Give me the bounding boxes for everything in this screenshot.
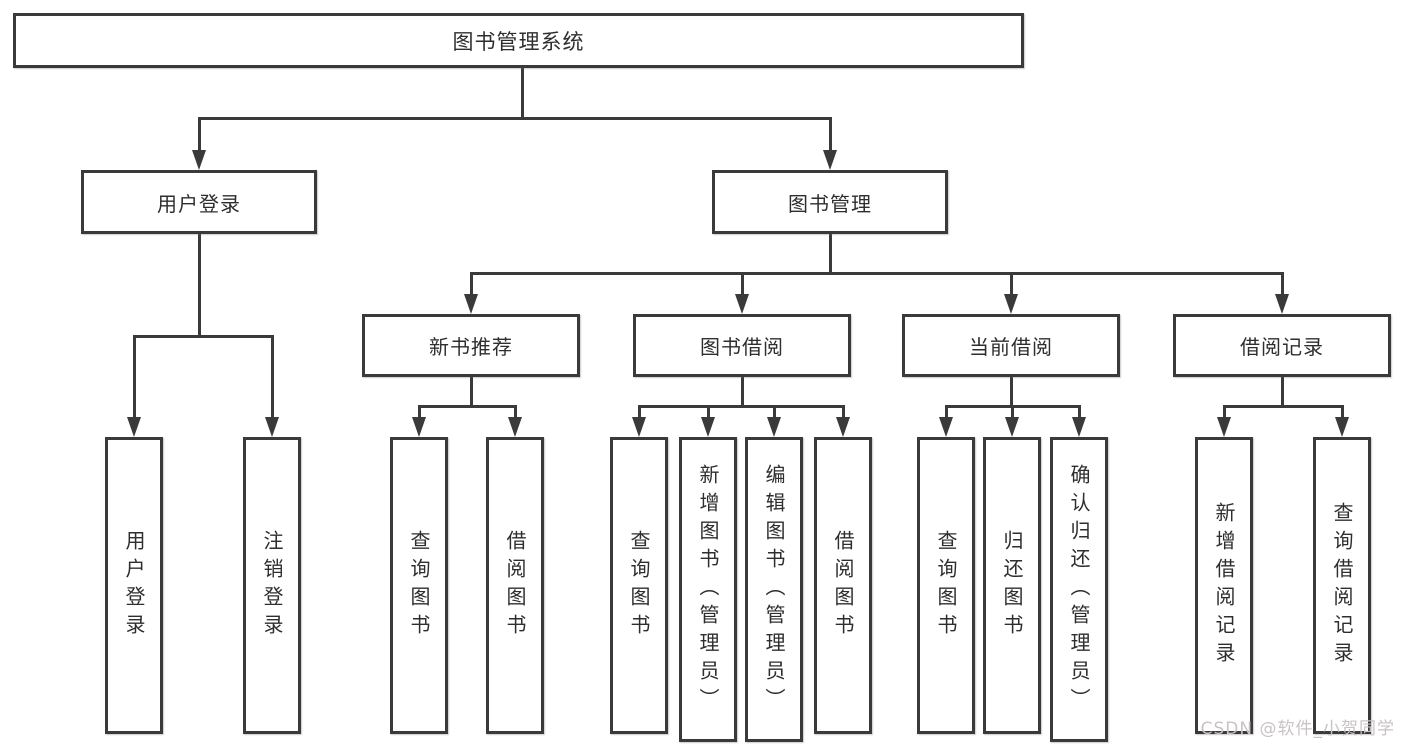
connector-drop-leaf-logout: [271, 335, 274, 419]
connector-drop-leaf: [842, 405, 845, 419]
node-label: 查询图书: [407, 529, 431, 642]
connector-user-login-trunk: [198, 233, 201, 337]
arrow-down-icon: [1217, 417, 1231, 437]
arrow-down-icon: [1335, 417, 1349, 437]
leaf-confirm-return-admin: 确认归还（管理员）: [1050, 437, 1108, 742]
connector-drop-leaf: [773, 405, 776, 419]
connector-new-book-hbar: [418, 405, 516, 408]
node-label: 借阅记录: [1240, 335, 1324, 359]
arrow-down-icon: [464, 294, 478, 314]
arrow-down-icon: [508, 417, 522, 437]
node-label: 注销登录: [260, 529, 284, 642]
connector-drop-leaf: [707, 405, 710, 419]
node-root: 图书管理系统: [13, 13, 1024, 68]
connector-drop-leaf-login: [133, 335, 136, 419]
leaf-return-books: 归还图书: [983, 437, 1041, 734]
node-label: 归还图书: [1000, 529, 1024, 642]
arrow-down-icon: [632, 417, 646, 437]
node-borrowing-records: 借阅记录: [1173, 314, 1391, 377]
connector-drop-leaf: [638, 405, 641, 419]
node-user-login: 用户登录: [81, 170, 317, 234]
leaf-add-books-admin: 新增图书（管理员）: [679, 437, 737, 742]
arrow-down-icon: [192, 150, 206, 170]
arrow-down-icon: [1004, 294, 1018, 314]
connector-drop-leaf: [945, 405, 948, 419]
node-book-borrowing: 图书借阅: [633, 314, 851, 377]
node-new-book-recommendation: 新书推荐: [362, 314, 580, 377]
connector-drop-leaf: [1223, 405, 1226, 419]
node-label: 图书借阅: [700, 335, 784, 359]
connector-drop-leaf: [1341, 405, 1344, 419]
connector-drop-leaf: [1011, 405, 1014, 419]
arrow-down-icon: [1275, 294, 1289, 314]
leaf-query-books-borrow: 查询图书: [610, 437, 668, 734]
arrow-down-icon: [127, 417, 141, 437]
leaf-borrow-books-borrow: 借阅图书: [814, 437, 872, 734]
arrow-down-icon: [701, 417, 715, 437]
arrow-down-icon: [836, 417, 850, 437]
leaf-add-borrow-record: 新增借阅记录: [1195, 437, 1253, 734]
node-book-management: 图书管理: [712, 170, 948, 234]
connector-drop-user-login: [198, 117, 201, 153]
leaf-query-borrow-record: 查询借阅记录: [1313, 437, 1371, 734]
connector-borrow-records-trunk: [1281, 376, 1284, 407]
arrow-down-icon: [939, 417, 953, 437]
connector-current-borrow-trunk: [1010, 376, 1013, 407]
connector-drop-borrow-records: [1281, 272, 1284, 297]
node-label: 查询图书: [627, 529, 651, 642]
node-label: 借阅图书: [503, 529, 527, 642]
node-current-borrowing: 当前借阅: [902, 314, 1120, 377]
node-label: 确认归还（管理员）: [1067, 463, 1091, 716]
connector-drop-book-management: [829, 117, 832, 153]
node-label: 编辑图书（管理员）: [762, 463, 786, 716]
watermark: CSDN @软件_小贺同学: [1200, 719, 1395, 739]
leaf-query-books-recommend: 查询图书: [390, 437, 448, 734]
node-label: 用户登录: [157, 191, 241, 216]
node-label: 新增图书（管理员）: [696, 463, 720, 716]
connector-book-management-hbar: [470, 272, 1283, 275]
connector-user-login-hbar: [133, 335, 273, 338]
connector-new-book-trunk: [470, 376, 473, 407]
connector-drop-leaf: [514, 405, 517, 419]
connector-book-borrow-trunk: [741, 376, 744, 407]
node-label: 查询借阅记录: [1330, 501, 1354, 670]
leaf-query-books-current: 查询图书: [917, 437, 975, 734]
arrow-down-icon: [412, 417, 426, 437]
node-label: 图书管理: [788, 191, 872, 216]
arrow-down-icon: [767, 417, 781, 437]
connector-root-trunk: [521, 68, 524, 119]
arrow-down-icon: [1072, 417, 1086, 437]
connector-book-borrow-hbar: [638, 405, 844, 408]
arrow-down-icon: [1005, 417, 1019, 437]
leaf-user-login: 用户登录: [105, 437, 163, 734]
connector-drop-leaf: [1078, 405, 1081, 419]
node-label: 借阅图书: [831, 529, 855, 642]
leaf-edit-books-admin: 编辑图书（管理员）: [745, 437, 803, 742]
arrow-down-icon: [823, 150, 837, 170]
connector-drop-current-borrow: [1010, 272, 1013, 297]
connector-drop-leaf: [418, 405, 421, 419]
arrow-down-icon: [735, 294, 749, 314]
connector-drop-book-borrow: [741, 272, 744, 297]
connector-drop-new-book: [470, 272, 473, 297]
leaf-borrow-books-recommend: 借阅图书: [486, 437, 544, 734]
connector-borrow-records-hbar: [1223, 405, 1343, 408]
node-label: 查询图书: [934, 529, 958, 642]
connector-book-management-trunk: [829, 233, 832, 274]
node-label: 用户登录: [122, 529, 146, 642]
node-label: 图书管理系统: [452, 29, 585, 54]
leaf-logout-login: 注销登录: [243, 437, 301, 734]
connector-root-hbar: [198, 117, 831, 120]
arrow-down-icon: [265, 417, 279, 437]
node-label: 当前借阅: [969, 335, 1053, 359]
node-label: 新增借阅记录: [1212, 501, 1236, 670]
node-label: 新书推荐: [429, 335, 513, 359]
